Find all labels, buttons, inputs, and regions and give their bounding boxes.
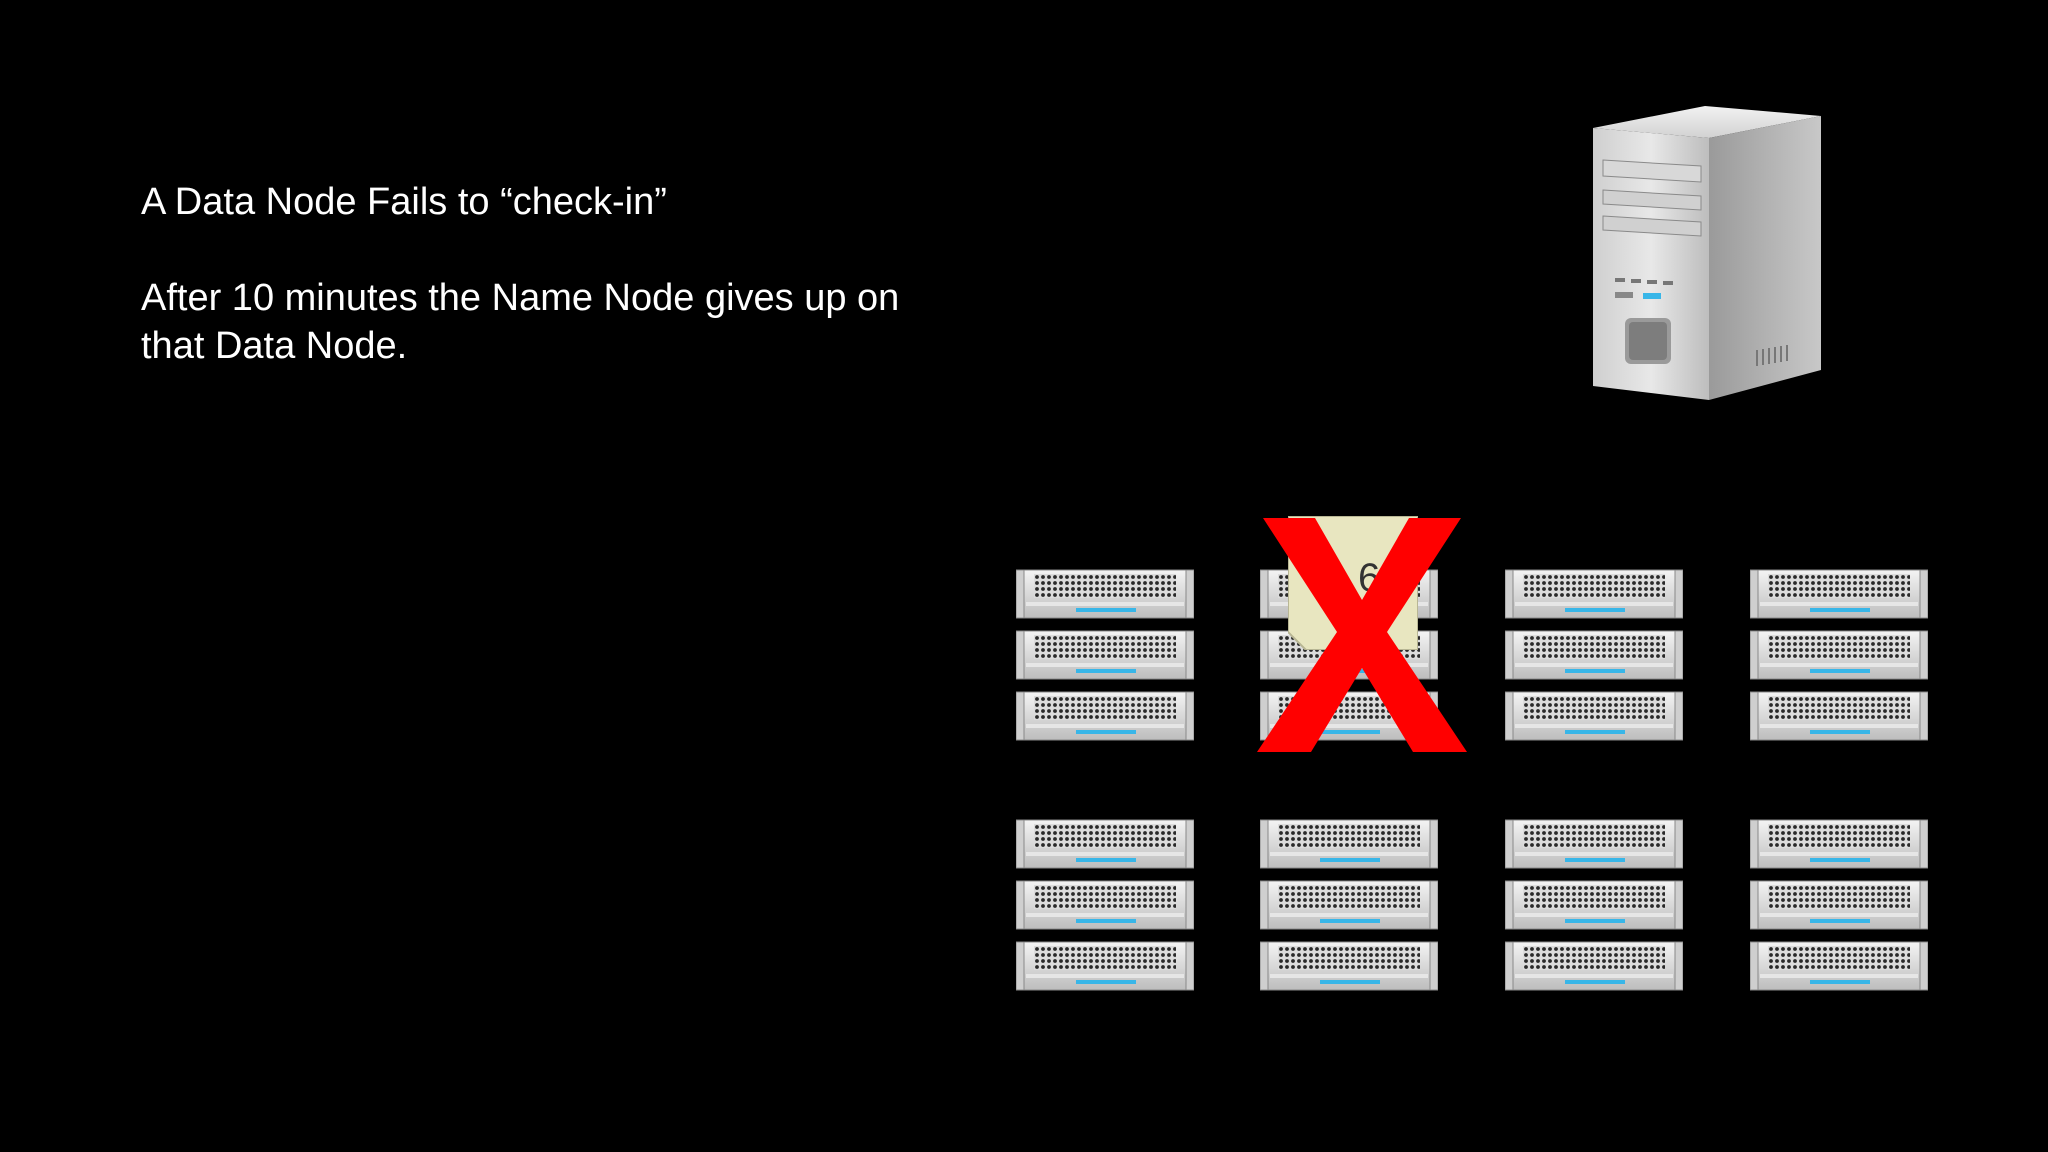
rack-server-icon — [1015, 568, 1195, 620]
data-node-1 — [1015, 568, 1196, 748]
rack-server-icon — [1749, 690, 1929, 742]
rack-server-icon — [1015, 879, 1195, 931]
rack-server-icon — [1749, 879, 1929, 931]
rack-server-icon — [1504, 818, 1684, 870]
rack-server-icon — [1015, 690, 1195, 742]
rack-server-icon — [1015, 940, 1195, 992]
data-node-6 — [1259, 818, 1440, 998]
status-line: A Data Node Fails to “check-in” — [141, 181, 667, 223]
data-node-7 — [1504, 818, 1685, 998]
rack-server-icon — [1749, 629, 1929, 681]
data-node-8 — [1749, 818, 1930, 998]
rack-server-icon — [1259, 818, 1439, 870]
rack-server-icon — [1259, 879, 1439, 931]
data-node-5 — [1015, 818, 1196, 998]
red-x-icon — [1257, 518, 1467, 752]
rack-server-icon — [1504, 690, 1684, 742]
rack-server-icon — [1504, 629, 1684, 681]
data-node-4 — [1749, 568, 1930, 748]
rack-server-icon — [1504, 568, 1684, 620]
data-node-3 — [1504, 568, 1685, 748]
name-node-server-icon — [1585, 100, 1825, 410]
rack-server-icon — [1749, 568, 1929, 620]
rack-server-icon — [1749, 940, 1929, 992]
slide-text: A Data Node Fails to “check-in” After 10… — [141, 178, 941, 370]
rack-server-icon — [1504, 940, 1684, 992]
failed-data-node: 6 — [1257, 512, 1467, 757]
rack-server-icon — [1749, 818, 1929, 870]
rack-server-icon — [1259, 940, 1439, 992]
rack-server-icon — [1504, 879, 1684, 931]
description-line: After 10 minutes the Name Node gives up … — [141, 277, 900, 367]
rack-server-icon — [1015, 629, 1195, 681]
rack-server-icon — [1015, 818, 1195, 870]
